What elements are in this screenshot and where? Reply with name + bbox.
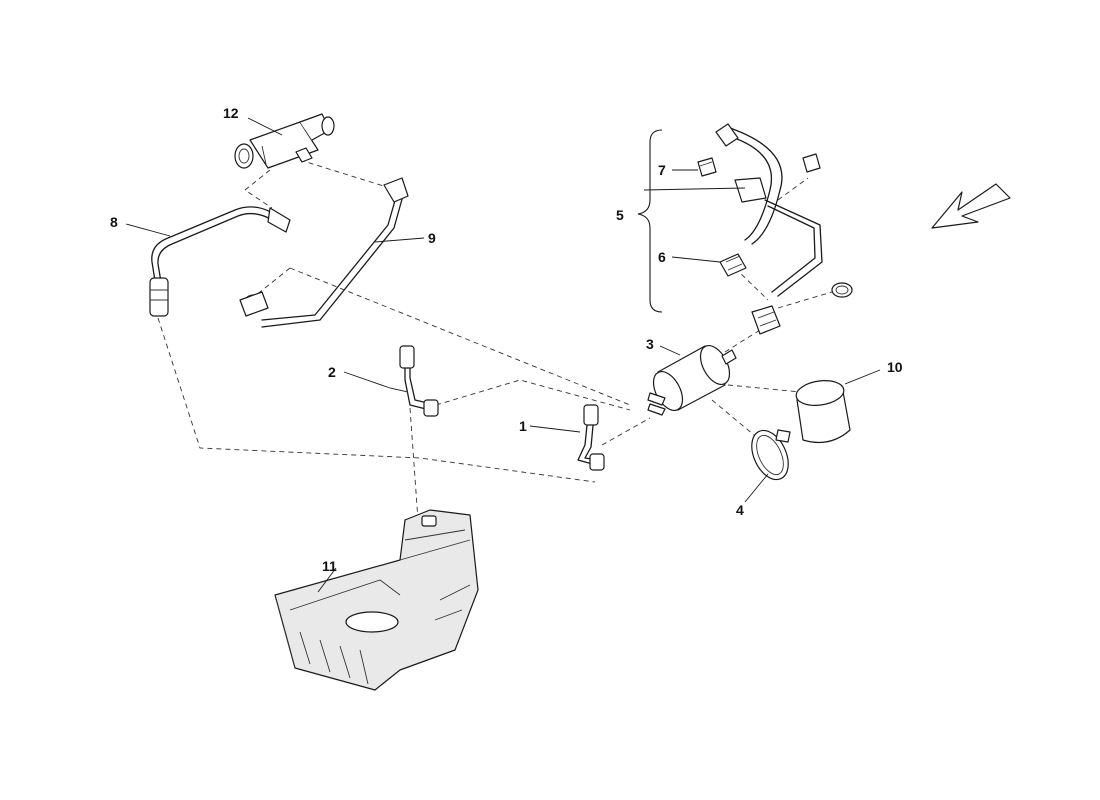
part-11-fuel-tank (274, 509, 479, 691)
part-1-pipe (577, 404, 605, 471)
callout-2: 2 (328, 364, 336, 380)
callout-9: 9 (428, 230, 436, 246)
part-4-hose-clamp (751, 429, 791, 481)
callout-6: 6 (658, 249, 666, 265)
part-12-connector (234, 113, 335, 169)
callout-labels: 1 2 3 4 5 6 7 8 9 10 11 12 (110, 105, 903, 574)
callout-10: 10 (887, 359, 903, 375)
part-5-assembly (697, 123, 853, 335)
part-6-bracket (719, 253, 747, 277)
callout-11: 11 (322, 558, 337, 574)
callout-5: 5 (616, 207, 624, 223)
part-9-hose (239, 177, 409, 328)
arrow-down-left-icon (931, 183, 1011, 229)
callout-12: 12 (223, 105, 239, 121)
part-2-pipe (389, 345, 439, 417)
part-8-hose (149, 206, 291, 317)
group-5-brace (637, 129, 663, 313)
assembly-dashed-lines (157, 159, 833, 521)
part-3-fuel-filter (647, 345, 737, 416)
callout-1: 1 (519, 418, 527, 434)
callout-4: 4 (736, 502, 744, 518)
callout-7: 7 (658, 162, 666, 178)
part-10-cylinder (795, 380, 851, 443)
callout-8: 8 (110, 214, 118, 230)
leader-lines (125, 117, 881, 593)
callout-3: 3 (646, 336, 654, 352)
